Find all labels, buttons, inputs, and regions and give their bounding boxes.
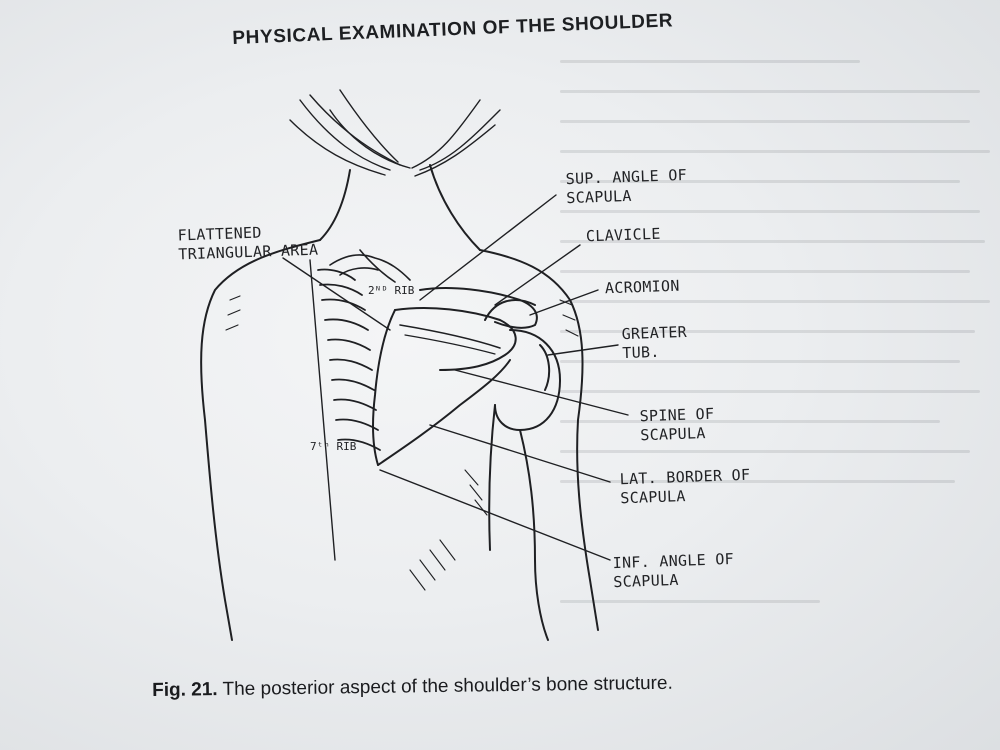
back-outline [200,239,599,641]
label-second-rib: 2ᴺᴰ RIB [368,284,415,297]
label-greater-tub: GREATER TUB. [621,322,688,363]
label-acromion: ACROMION [604,276,680,298]
figure-number: Fig. 21. [152,679,218,701]
leader-lines [282,194,629,561]
hair-strands [289,89,501,177]
hatching [225,295,579,591]
label-flattened-triangular-area: FLATTENED TRIANGULAR AREA [177,223,319,264]
clavicle-acromion [419,287,561,431]
neck-outline [319,164,481,251]
arm-outline [488,404,549,641]
label-clavicle: CLAVICLE [585,224,661,246]
ribs-spine [309,259,381,561]
label-seventh-rib: 7ᵗʰ RIB [310,440,357,453]
label-spine-of-scapula: SPINE OF SCAPULA [639,404,715,445]
show-through-text [560,50,1000,670]
label-lat-border-of-scapula: LAT. BORDER OF SCAPULA [619,465,751,508]
label-sup-angle-of-scapula: SUP. ANGLE OF SCAPULA [565,165,688,208]
upper-rib-detail [329,249,411,283]
label-inf-angle-of-scapula: INF. ANGLE OF SCAPULA [612,549,735,592]
scapula [372,307,517,466]
